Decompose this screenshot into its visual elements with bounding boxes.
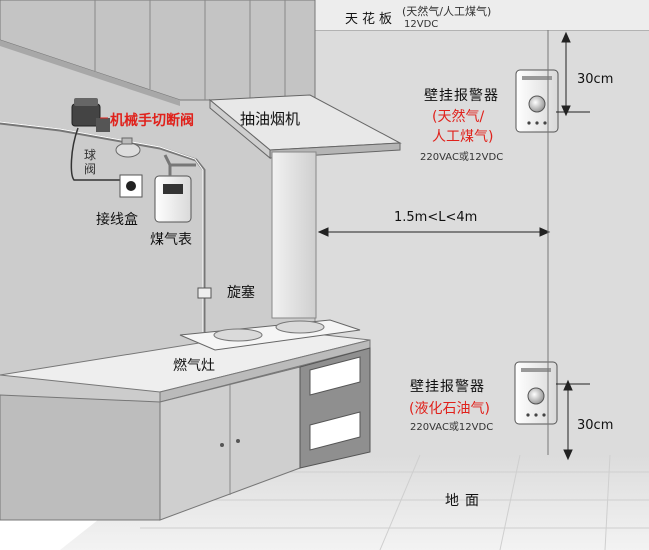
wall-alarm-top [515,69,559,133]
gas-meter-label: 煤气表 [150,232,192,248]
floor-grid-line [604,454,611,550]
valve-motor-body [71,103,101,127]
range-distance-arrow-right [539,227,551,237]
shutoff-valve-device [70,98,141,181]
gas-stove [179,319,361,351]
ceiling [315,0,649,30]
valve-cable [70,127,120,181]
alarm-top-gas-line1: (天然气/ [432,109,485,125]
alarm-bottom-led [526,413,530,417]
range-distance-arrow-left [317,227,329,237]
alarm-bottom-led [534,413,538,417]
alarm-bottom-voltage: 220VAC或12VDC [410,422,494,433]
alarm-bottom-title: 壁挂报警器 [410,379,485,395]
gas-pipe-highlight [0,121,204,332]
gas-meter-display [163,184,183,194]
alarm-top-title: 壁挂报警器 [424,88,499,104]
alarm-bottom-distance: 30cm [577,418,614,433]
main-gas-pipe [0,121,206,332]
plug-valve [197,287,212,299]
valve-label: 机械手切断阀 [110,113,194,129]
alarm-bottom-knob [527,387,545,405]
cabinet-handle [236,439,240,443]
cabinet-handle [220,443,224,447]
floor-label: 地面 [445,493,485,509]
gas-meter-pipe-top [168,163,196,176]
meter-inlet-pipe [163,154,172,166]
alarm-top-gas-line2: 人工煤气) [432,129,494,145]
junction-box-port [126,181,136,191]
alarm-bottom-gas: (液化石油气) [409,401,490,417]
range-hood [208,94,402,319]
ceiling-label: 天花板 [345,12,397,27]
ball-valve-handle [121,137,133,145]
ball-valve-body [115,142,141,158]
valve-clamp [96,118,110,132]
bottom-distance-arrow-up [563,379,573,391]
alarm-top-voltage: 220VAC或12VDC [420,152,504,163]
alarm-bottom-led [542,413,546,417]
kitchen-counter [0,329,371,521]
hood-chimney [271,151,317,319]
plug-valve-label: 旋塞 [227,285,255,301]
bottom-distance-arrow-down [563,449,573,461]
junction-box [119,174,143,198]
upper-cabinets [0,0,316,106]
gas-pipeline [0,121,206,332]
wall-alarm-bottom [514,361,558,425]
stove-burner-right [275,320,325,334]
ball-valve-label: 球 阀 [84,148,97,176]
stove-burner-left [213,328,263,342]
floor-grid-line [379,454,421,550]
top-distance-arrow-up [561,31,571,43]
ceiling-gas-types: (天然气/人工煤气) [402,5,492,18]
stove-label: 燃气灶 [173,358,215,374]
alarm-top-label-strip [522,76,552,80]
right-wall [315,30,649,455]
alarm-top-knob [528,95,546,113]
upper-cabinet-bottom [0,40,180,106]
junction-box-label: 接线盒 [96,212,138,228]
gas-meter-body [154,175,192,223]
stove-drawer-1 [309,356,361,396]
alarm-top-led [535,121,539,125]
stove-drawer-2 [309,411,361,451]
floor-grid-line [499,454,521,550]
top-distance-arrow-down [561,105,571,117]
plug-valve-body [197,287,212,299]
valve-motor-cap [74,98,98,106]
range-label: 1.5m<L<4m [394,210,478,225]
gas-meter [154,163,196,223]
alarm-top-led [527,121,531,125]
alarm-top-distance: 30cm [577,72,614,87]
alarm-top-led [543,121,547,125]
alarm-bottom-label-strip [521,368,551,372]
dimension-lines [317,30,590,461]
ceiling-voltage: 12VDC [404,19,439,30]
hood-side [209,98,271,160]
hood-label: 抽油烟机 [240,110,301,128]
base-cabinet-left [0,394,161,521]
